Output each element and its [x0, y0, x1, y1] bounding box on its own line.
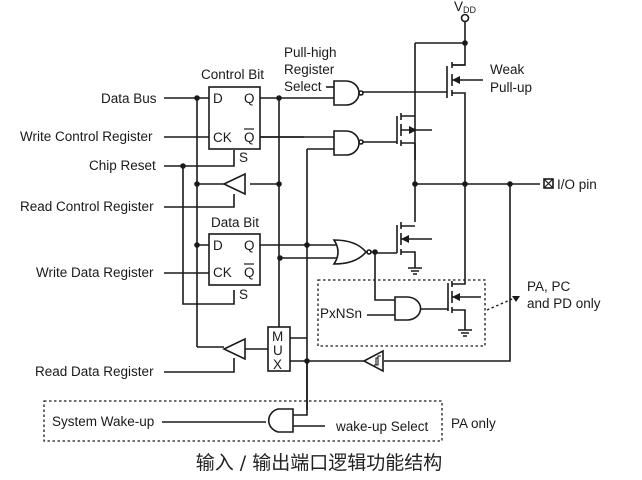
ff-d-label: D [213, 91, 223, 106]
ff-ck-label: CK [213, 265, 232, 280]
pull-high-label-1: Pull-high [284, 45, 337, 60]
vdd-label: V [454, 0, 463, 14]
ff-ck-label: CK [213, 130, 232, 145]
write-data-wire [164, 244, 209, 274]
mux-block: M U X [267, 326, 291, 372]
pull-high-label-2: Register [284, 62, 335, 77]
nor-inputs-wire [250, 244, 337, 259]
pulldown-nmos-transistor-icon [420, 184, 481, 337]
data-bus-label: Data Bus [101, 91, 157, 106]
pa-only-label: PA only [451, 416, 496, 431]
mux-inputs-wire [278, 263, 307, 339]
data-bit-label: Data Bit [211, 215, 259, 230]
mux-u-label: U [273, 343, 283, 358]
pull-high-label-3: Select [284, 79, 322, 94]
diagram-caption: 输入 / 输出端口逻辑功能结构 [196, 452, 442, 474]
ff-d-label: D [213, 238, 223, 253]
mux-m-label: M [272, 329, 283, 344]
pa-only-dashed-region [43, 400, 443, 442]
pa-pc-label-1: PA, PC [527, 279, 571, 294]
write-control-register-label: Write Control Register [20, 129, 153, 144]
read-control-register-label: Read Control Register [20, 199, 154, 214]
io-pin-label: I/O pin [557, 177, 597, 192]
output-nand-gate-icon [333, 130, 364, 156]
input-feedback-wire [384, 184, 511, 362]
ff-qbar-label: Q [244, 265, 255, 280]
read-data-wire [164, 358, 235, 373]
read-data-register-label: Read Data Register [35, 364, 154, 379]
junction-dot [462, 40, 468, 46]
nor-output-wire [371, 251, 395, 301]
ff-s-label: S [239, 287, 248, 302]
control-q-wire [260, 97, 334, 263]
output-pmos-transistor-icon [362, 113, 432, 146]
pull-high-nand-gate-icon [333, 80, 364, 106]
io-pin-icon[interactable] [543, 178, 554, 189]
read-control-wire [164, 194, 235, 208]
data-bit-flipflop: D Q CK Q S [208, 233, 261, 302]
junction-dot [276, 95, 282, 101]
output-node-wire [414, 143, 540, 222]
junction-dot [277, 255, 283, 261]
pa-pc-pd-pointer [486, 295, 520, 311]
schmitt-buffer-icon [362, 349, 384, 373]
weak-label-2: Pull-up [490, 80, 532, 95]
control-bit-label: Control Bit [201, 67, 264, 82]
vdd-subscript: DD [463, 5, 476, 15]
wakeup-gate-wires [293, 361, 325, 427]
pulldown-and-gate-icon [394, 296, 422, 321]
arrowhead-icon [512, 296, 520, 302]
read-control-buffer-icon [222, 172, 246, 196]
chip-reset-label: Chip Reset [89, 158, 156, 173]
pxnsn-label: PxNSn [320, 306, 362, 321]
pa-pc-label-2: and PD only [527, 296, 601, 311]
wakeup-select-label: wake-up Select [335, 419, 429, 434]
pa-pc-pd-dashed-region [317, 279, 486, 347]
read-data-buffer-icon [222, 337, 246, 361]
mux-x-label: X [273, 357, 282, 372]
data-bus-wire [164, 97, 209, 347]
junction-dot [180, 163, 186, 169]
ff-qbar-label: Q [244, 130, 255, 145]
chip-reset-wire [164, 150, 235, 305]
write-data-register-label: Write Data Register [36, 265, 154, 280]
nand-inputs-wire [250, 136, 334, 410]
system-wakeup-label: System Wake-up [52, 414, 154, 429]
nor-gate-icon [332, 239, 372, 265]
vdd-terminal-icon [460, 13, 470, 23]
wakeup-and-gate-icon [267, 408, 294, 433]
output-nmos-transistor-icon [375, 222, 432, 275]
ff-q-label: Q [244, 91, 255, 106]
junction-dot [194, 95, 200, 101]
control-bit-flipflop: D Q CK Q S [208, 86, 261, 165]
weak-pullup-transistor-icon [362, 62, 483, 184]
junction-dot [412, 181, 418, 187]
weak-label-1: Weak [490, 62, 525, 77]
junction-dot [304, 242, 310, 248]
ff-s-label: S [239, 150, 248, 165]
ff-q-label: Q [244, 238, 255, 253]
read-data-bus-wire [197, 346, 268, 350]
vdd-rail [414, 22, 466, 160]
